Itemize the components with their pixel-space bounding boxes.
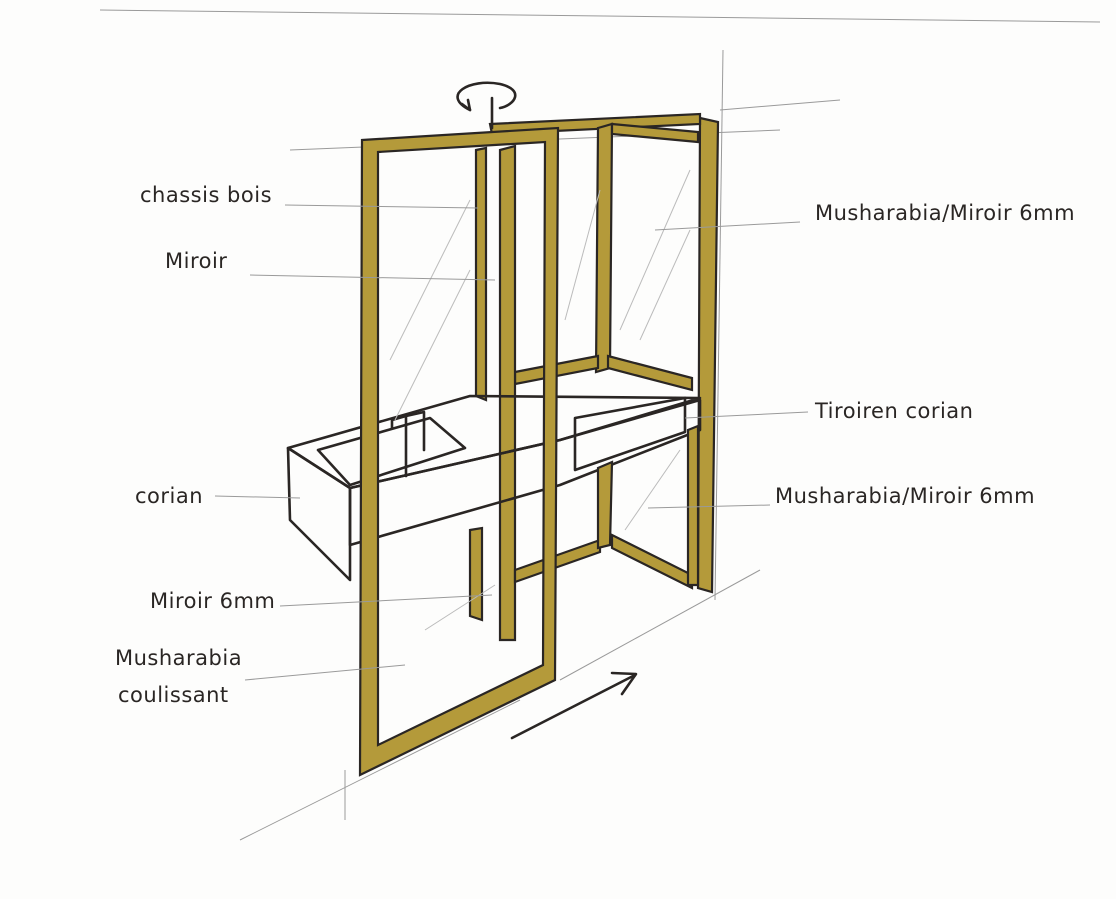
label-miroir: Miroir xyxy=(165,249,227,273)
faucet xyxy=(390,410,426,478)
mirror-frame xyxy=(468,144,602,642)
lower-right-frame xyxy=(596,424,700,590)
rotation-symbol xyxy=(456,81,517,130)
corian-counter xyxy=(286,394,702,582)
label-tiroir-corian: Tiroiren corian xyxy=(814,399,974,423)
upper-right-frame xyxy=(513,122,700,392)
label-coulissant: coulissant xyxy=(118,683,229,707)
sliding-frame xyxy=(358,126,560,777)
label-corian: corian xyxy=(135,484,203,508)
back-post xyxy=(696,116,720,594)
label-chassis-bois: chassis bois xyxy=(140,183,272,207)
label-musharabia: Musharabia xyxy=(115,646,242,670)
label-musharabia-miroir-bottom: Musharabia/Miroir 6mm xyxy=(775,484,1035,508)
label-miroir-6mm: Miroir 6mm xyxy=(150,589,275,613)
leader-lines xyxy=(214,204,809,681)
label-musharabia-miroir-top: Musharabia/Miroir 6mm xyxy=(815,201,1075,225)
slide-arrow-icon xyxy=(510,671,638,740)
glass-reflections xyxy=(389,199,496,631)
drawer xyxy=(573,396,687,472)
